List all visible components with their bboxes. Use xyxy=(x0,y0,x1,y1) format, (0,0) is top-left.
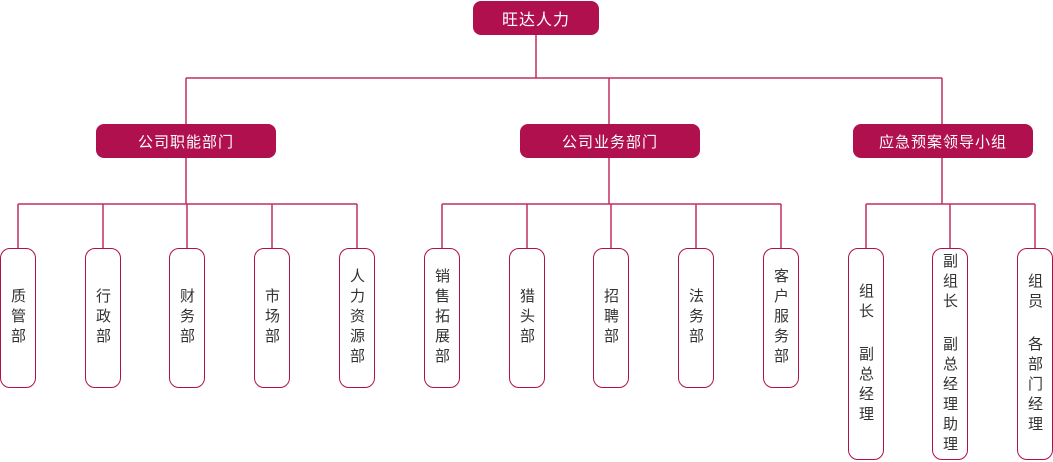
dept-node: 质管部 xyxy=(0,248,36,388)
dept-node: 人力资源部 xyxy=(339,248,375,388)
dept-label: 市场部 xyxy=(263,288,281,348)
dept-label: 客户服务部 xyxy=(772,268,790,368)
dept-label: 行政部 xyxy=(94,288,112,348)
dept-label: 质管部 xyxy=(9,288,27,348)
dept-label: 招聘部 xyxy=(602,288,620,348)
dept-node: 猎头部 xyxy=(509,248,545,388)
dept-label: 猎头部 xyxy=(518,288,536,348)
dept-node: 行政部 xyxy=(85,248,121,388)
dept-node: 客户服务部 xyxy=(763,248,799,388)
dept-label: 财务部 xyxy=(178,288,196,348)
team-role-label: 组长 副总经理 xyxy=(857,282,875,426)
group-node-business: 公司业务部门 xyxy=(520,124,700,158)
dept-node: 招聘部 xyxy=(593,248,629,388)
team-role-node: 组员 各部门经理 xyxy=(1017,248,1053,460)
team-role-label: 组员 各部门经理 xyxy=(1026,272,1044,436)
group-label: 应急预案领导小组 xyxy=(878,132,1007,151)
dept-node: 财务部 xyxy=(169,248,205,388)
group-label: 公司职能部门 xyxy=(137,132,234,151)
group-node-emergency: 应急预案领导小组 xyxy=(853,124,1033,158)
root-label: 旺达人力 xyxy=(501,10,570,29)
group-node-functional: 公司职能部门 xyxy=(96,124,276,158)
dept-label: 法务部 xyxy=(687,288,705,348)
team-role-label: 副组长 副总经理助理 xyxy=(941,252,959,456)
dept-node: 法务部 xyxy=(678,248,714,388)
team-role-node: 副组长 副总经理助理 xyxy=(932,248,968,460)
team-role-node: 组长 副总经理 xyxy=(848,248,884,460)
dept-node: 销售拓展部 xyxy=(424,248,460,388)
group-label: 公司业务部门 xyxy=(561,132,658,151)
dept-label: 销售拓展部 xyxy=(433,268,451,368)
dept-label: 人力资源部 xyxy=(348,268,366,368)
dept-node: 市场部 xyxy=(254,248,290,388)
root-node: 旺达人力 xyxy=(473,1,599,35)
